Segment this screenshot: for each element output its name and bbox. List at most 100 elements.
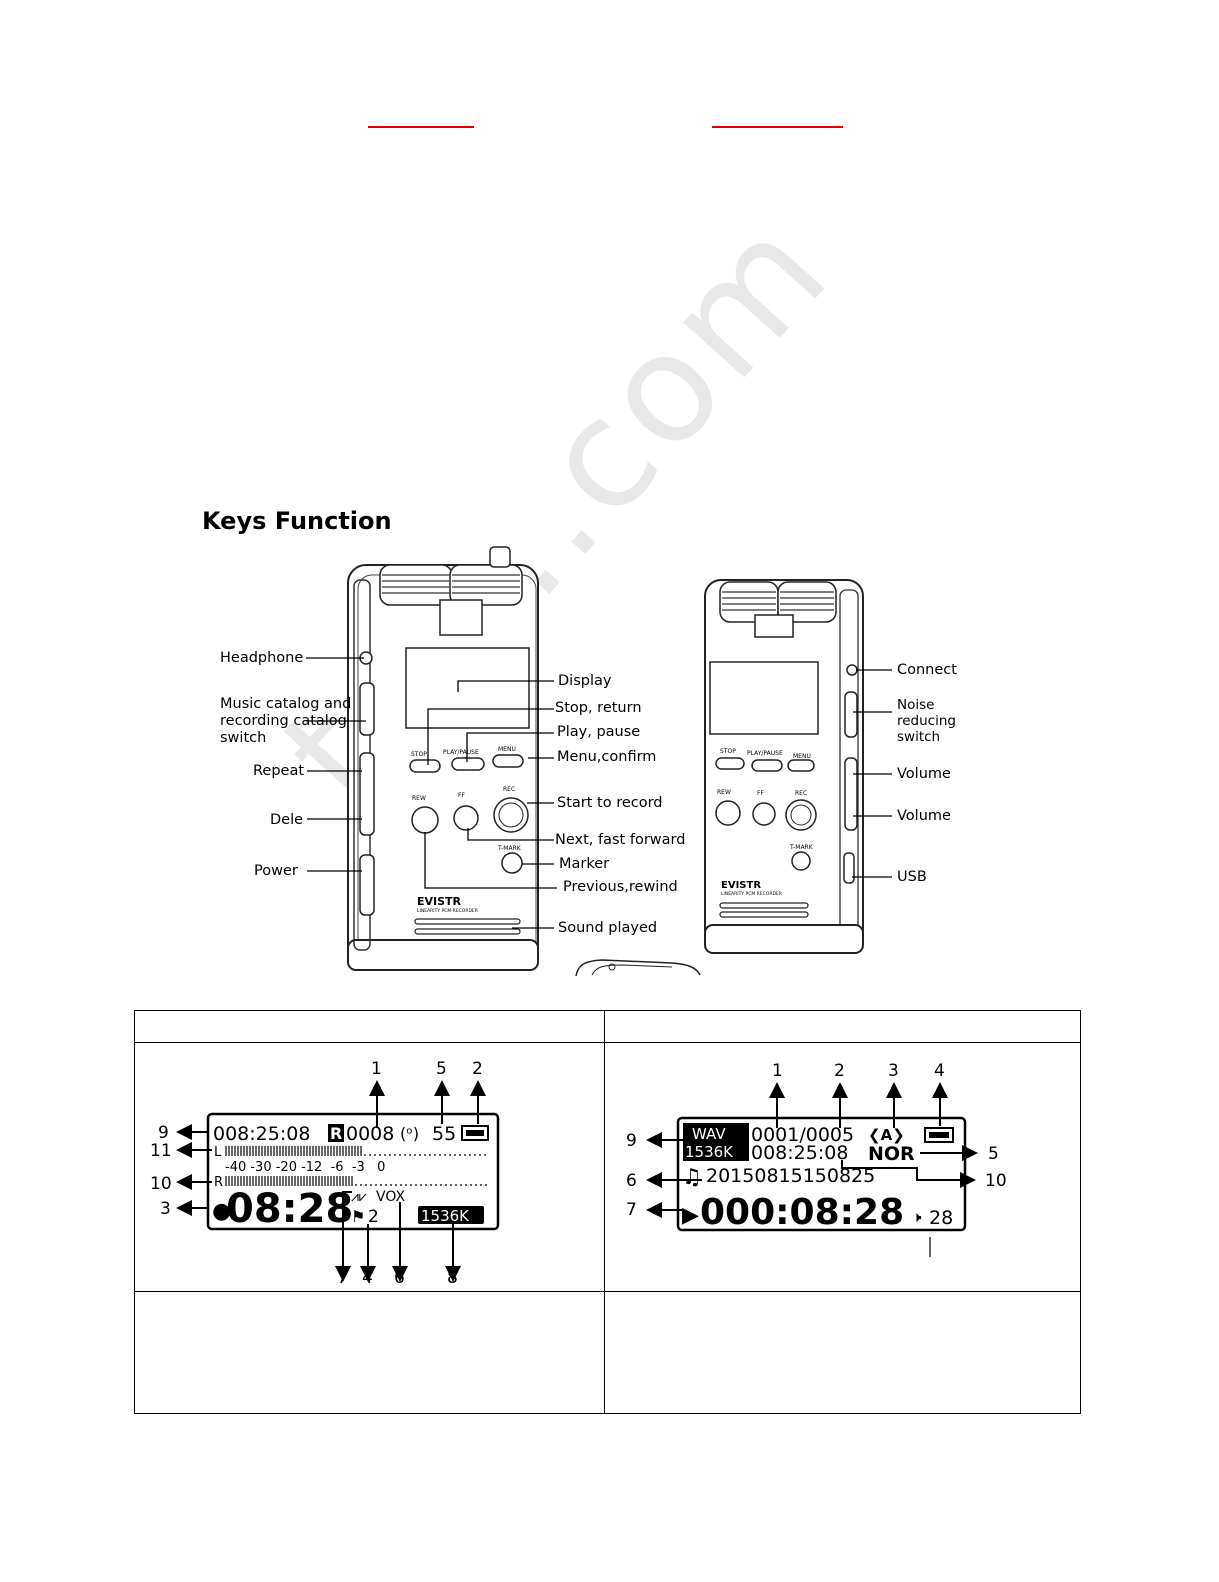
label-marker: Marker	[559, 856, 610, 872]
callout-9: 9	[626, 1131, 637, 1151]
label-repeat: Repeat	[253, 763, 305, 779]
lcd-frame	[206, 1112, 500, 1231]
tmark-key-label: T-MARK	[789, 844, 814, 851]
label-noise-1: Noise	[897, 697, 935, 713]
callout-7: 7	[626, 1200, 637, 1220]
lcd-level: 55	[432, 1123, 456, 1145]
brand-logo: EVISTR	[721, 880, 761, 891]
label-previous-rewind: Previous,rewind	[563, 879, 678, 895]
lcd-meter-r: R	[214, 1175, 223, 1190]
record-lcd-diagram: 008:25:08 R 0008 (ᵒ) 55 L R -40 -30 -20 …	[150, 1059, 500, 1287]
callout-3: 3	[888, 1061, 899, 1081]
lcd-total-time: 008:25:08	[213, 1123, 310, 1145]
callout-2: 2	[472, 1059, 483, 1079]
callout-4: 4	[362, 1268, 373, 1287]
lcd-elapsed-time: 000:08:28	[700, 1192, 904, 1233]
callout-8: 8	[447, 1268, 458, 1287]
callout-10: 10	[985, 1171, 1007, 1191]
lcd-mic-icon: (ᵒ)	[400, 1124, 419, 1143]
label-dele: Dele	[270, 812, 304, 828]
microphone-grille-icon	[379, 546, 523, 636]
table-divider-header	[135, 1042, 1080, 1043]
ff-key-label: FF	[757, 790, 764, 797]
lcd-volume: 28	[929, 1207, 953, 1229]
ff-key-label: FF	[458, 792, 465, 799]
table-divider-vertical	[604, 1011, 605, 1413]
label-noise-3: switch	[897, 729, 941, 745]
label-display: Display	[558, 673, 612, 689]
lcd-filename: 20150815150825	[706, 1165, 875, 1187]
label-volume-up: Volume	[897, 766, 951, 782]
red-underline-right	[712, 126, 843, 128]
play-triangle-icon: ▶	[682, 1203, 699, 1228]
speaker-icon: 🕨	[912, 1208, 922, 1226]
callout-1: 1	[371, 1059, 382, 1079]
section-heading: Keys Function	[202, 507, 392, 535]
vox-wave-icon: ⩘⩗	[351, 1189, 367, 1205]
tmark-key-label: T-MARK	[497, 845, 522, 852]
right-callout-lines	[852, 669, 892, 878]
callout-2: 2	[834, 1061, 845, 1081]
play-pause-key-label: PLAY/PAUSE	[747, 750, 783, 757]
repeat-ab-icon: ❮A❯	[868, 1126, 905, 1144]
label-connect: Connect	[897, 662, 957, 678]
lcd-total-time: 008:25:08	[751, 1142, 848, 1164]
label-noise-2: reducing	[897, 713, 956, 729]
rec-key-label: REC	[503, 786, 515, 793]
lcd-elapsed-time: 08:28	[226, 1186, 353, 1232]
red-underline-left	[368, 126, 474, 128]
lcd-eq: NOR	[868, 1143, 915, 1165]
brand-logo: EVISTR	[417, 895, 462, 908]
rew-key-label: REW	[717, 789, 731, 796]
battery-icon	[924, 1127, 954, 1143]
lcd-bitrate: 1536K	[685, 1143, 734, 1161]
brand-subtitle: LINEARITY PCM RECORDER	[721, 891, 782, 897]
left-recorder-illustration: STOP PLAY/PAUSE MENU REW FF REC T-MARK E…	[347, 546, 539, 971]
callout-5: 5	[988, 1144, 999, 1164]
flag-icon: ⚑	[351, 1207, 365, 1226]
callout-5: 5	[436, 1059, 447, 1079]
lcd-mode-box: R	[330, 1124, 342, 1143]
callout-6: 6	[626, 1171, 637, 1191]
display-table	[134, 1010, 1081, 1414]
label-music-catalog-2: recording catalog	[220, 713, 347, 729]
stop-key-label: STOP	[720, 748, 736, 755]
label-power: Power	[254, 863, 298, 879]
rew-key-label: REW	[412, 795, 426, 802]
callout-11: 11	[150, 1141, 172, 1161]
label-headphone: Headphone	[220, 650, 304, 666]
record-dot-icon: ●	[212, 1199, 231, 1224]
callout-3: 3	[160, 1199, 171, 1219]
music-note-icon: ♫	[682, 1165, 702, 1190]
lcd-format: WAV	[692, 1125, 726, 1143]
callout-10: 10	[150, 1174, 172, 1194]
stop-key-label: STOP	[411, 751, 427, 758]
label-start-record: Start to record	[557, 795, 663, 811]
lcd-meter-l: L	[214, 1145, 222, 1160]
left-callout-lines	[306, 657, 557, 929]
label-menu-confirm: Menu,confirm	[557, 749, 657, 765]
callout-7: 7	[337, 1268, 348, 1287]
menu-key-label: MENU	[793, 753, 811, 760]
label-next-ff: Next, fast forward	[555, 832, 686, 848]
brand-subtitle: LINEARITY PCM RECORDER	[417, 908, 478, 914]
lcd-file-number: 0008	[346, 1123, 394, 1145]
level-meter-bars	[225, 1146, 488, 1186]
label-stop-return: Stop, return	[555, 700, 642, 716]
play-pause-key-label: PLAY/PAUSE	[443, 749, 479, 756]
microphone-grille-icon	[719, 581, 837, 638]
battery-icon	[461, 1125, 489, 1141]
callout-1: 1	[772, 1061, 783, 1081]
play-lcd-diagram: WAV 1536K 0001/0005 008:25:08 ❮A❯ NOR ♫ …	[626, 1061, 1007, 1257]
callout-6: 6	[394, 1268, 405, 1287]
table-divider-body	[135, 1291, 1080, 1292]
label-music-catalog-1: Music catalog and	[220, 696, 352, 712]
rec-key-label: REC	[795, 790, 807, 797]
label-usb: USB	[897, 869, 927, 885]
callout-4: 4	[934, 1061, 945, 1081]
callout-9: 9	[158, 1123, 169, 1143]
lcd-track: 0001/0005	[751, 1124, 854, 1146]
label-music-catalog-3: switch	[220, 730, 267, 746]
label-play-pause: Play, pause	[557, 724, 641, 740]
label-sound-played: Sound played	[558, 920, 658, 936]
